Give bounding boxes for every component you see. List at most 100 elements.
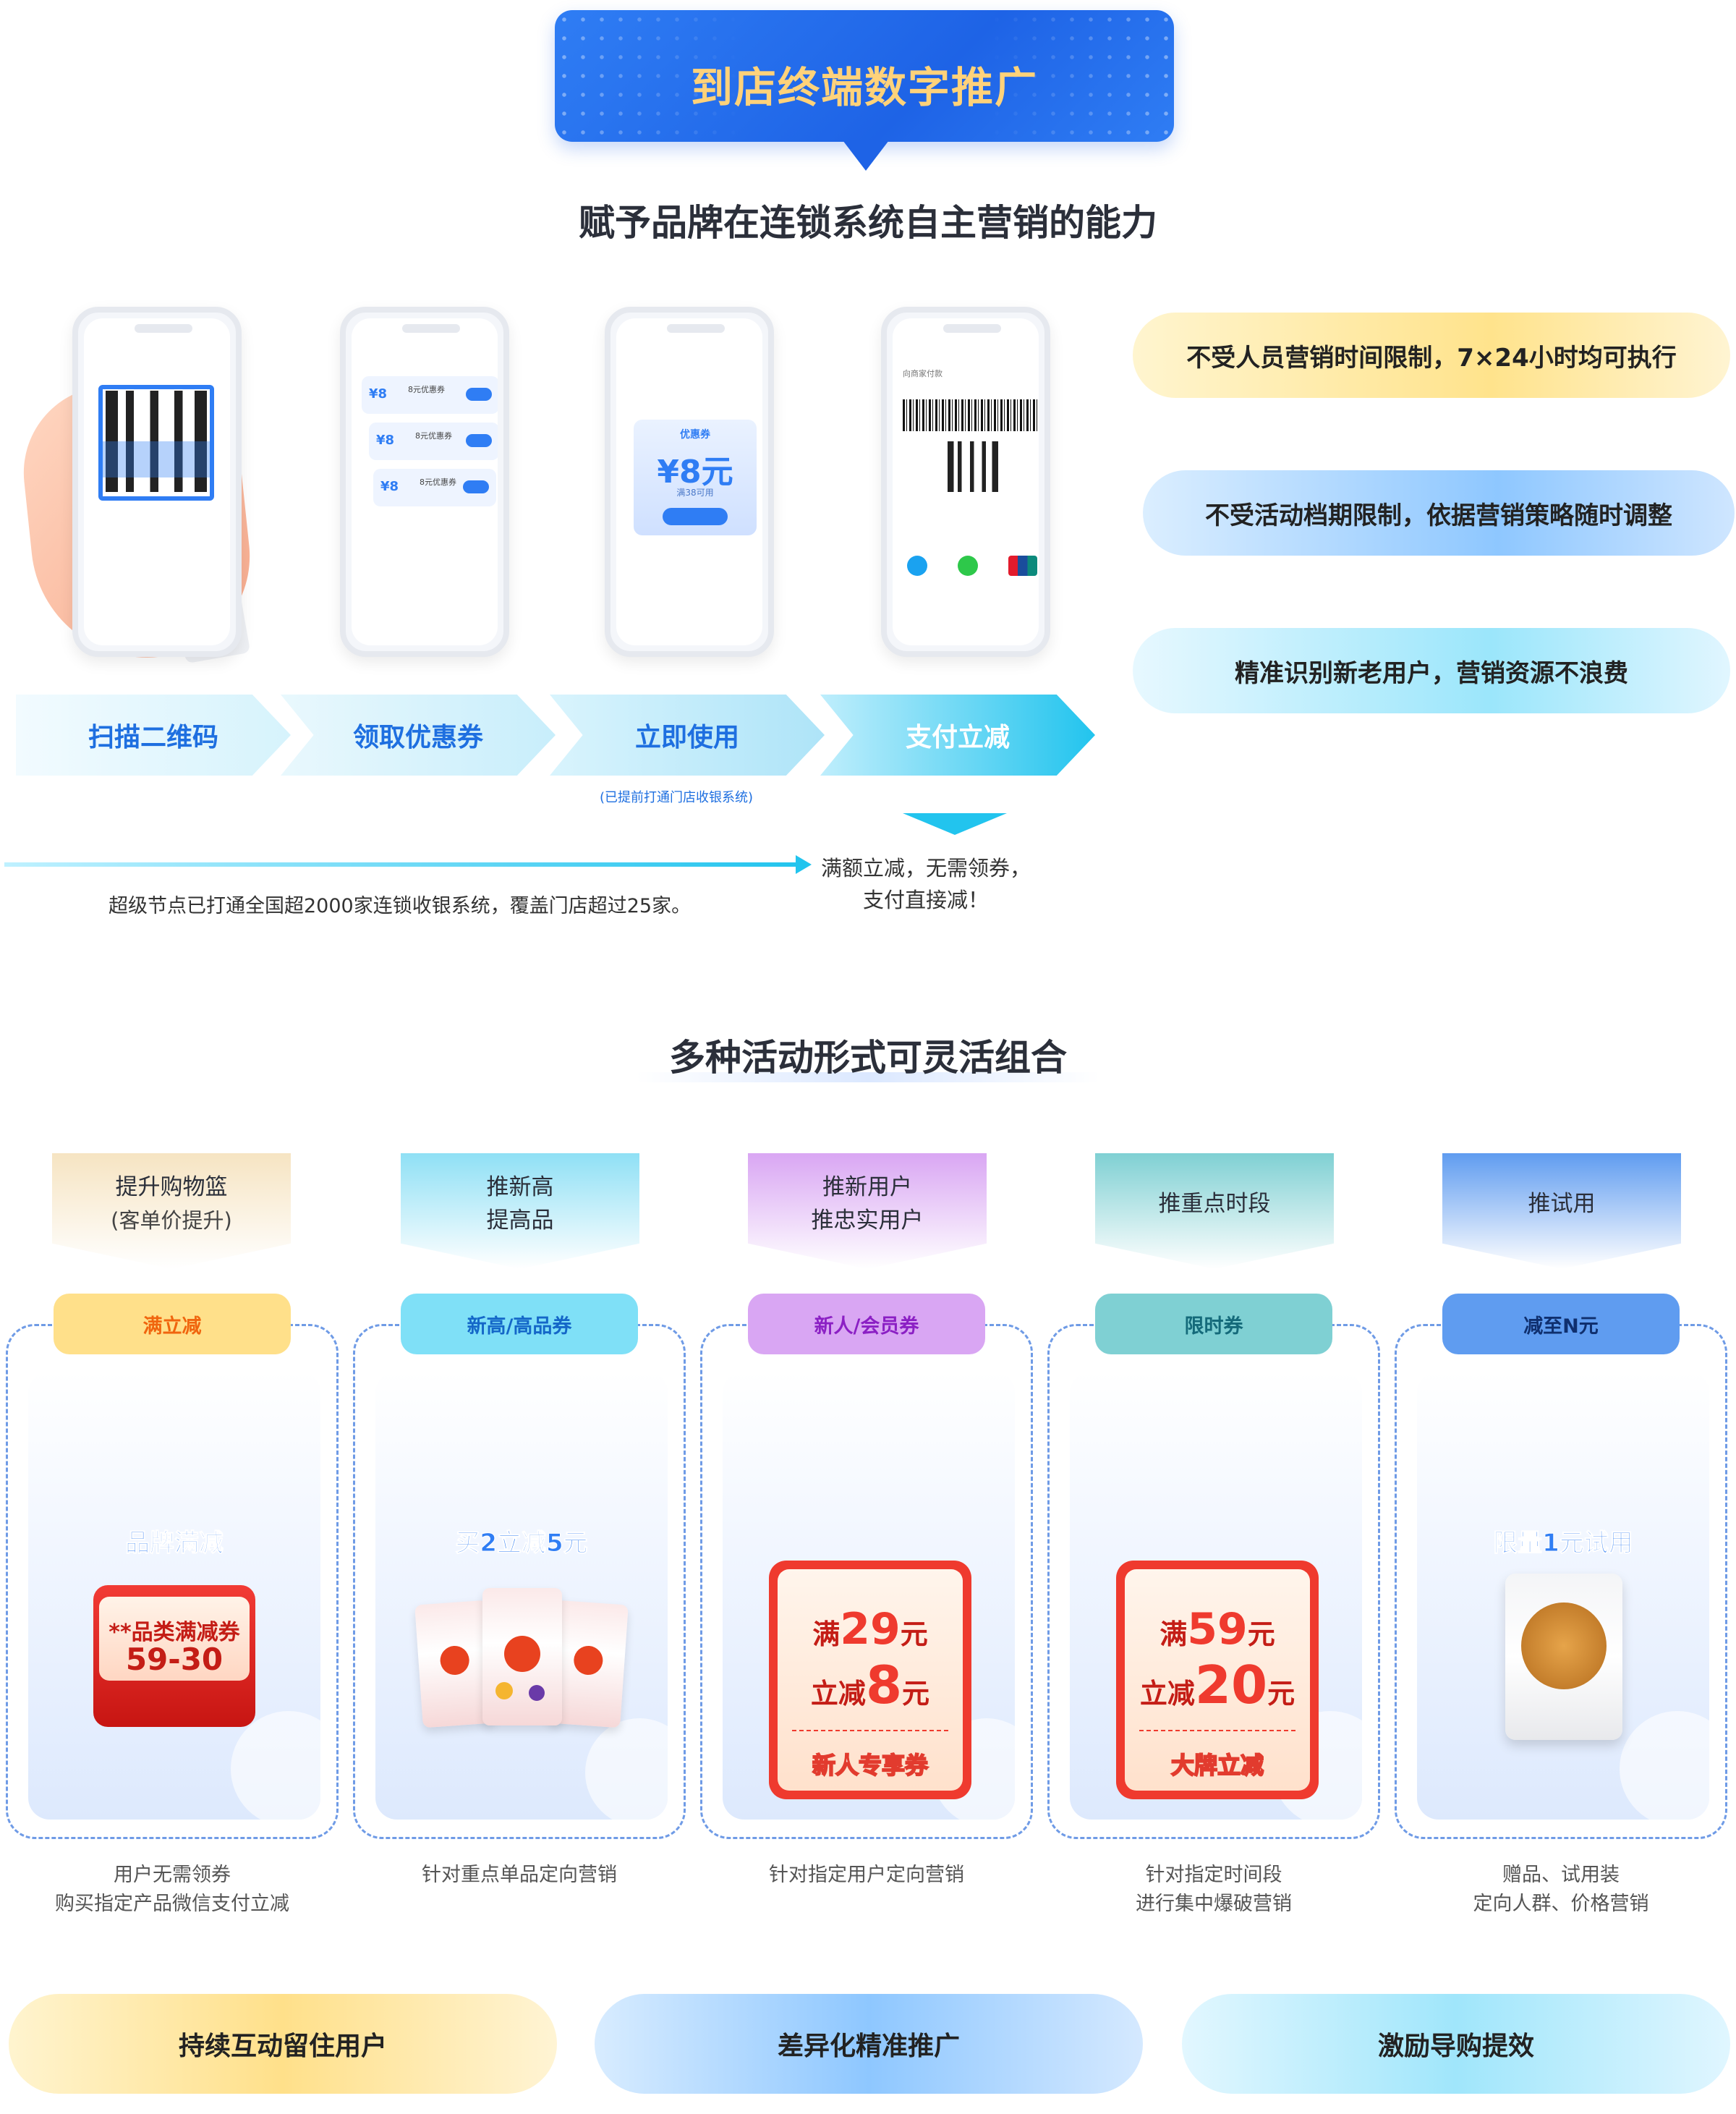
goal-banner: 提升购物篮 (客单价提升) — [52, 1153, 291, 1269]
feature-pill-schedule: 不受活动档期限制，依据营销策略随时调整 — [1143, 470, 1735, 556]
instant-discount-text: 满额立减，无需领券， 支付直接减！ — [817, 852, 1034, 916]
qr-code-icon — [948, 441, 998, 492]
card-panel: 满29元 立减8元 新人专享券 — [723, 1371, 1015, 1820]
activity-card: 满59元 立减20元 大牌立减 — [1047, 1324, 1380, 1839]
envelope-flap: **品类满减券 59-30 — [99, 1597, 250, 1681]
envelope-label: **品类满减券 — [109, 1620, 240, 1645]
coupon-amount: ¥8 — [380, 479, 399, 494]
voucher-body: 满59元 立减20元 大牌立减 — [1125, 1569, 1310, 1791]
benefit-pill-staff: 激励导购提效 — [1182, 1994, 1730, 2094]
coupon-amount: ¥8 — [376, 433, 395, 448]
instant-text-line: 支付直接减！ — [862, 888, 989, 912]
activity-tag: 新人/会员券 — [748, 1294, 985, 1354]
feature-pill-targeting: 精准识别新老用户，营销资源不浪费 — [1133, 628, 1730, 713]
goal-title: 提升购物篮 — [115, 1174, 228, 1200]
voucher-label: 大牌立减 — [1170, 1751, 1264, 1780]
activity-tag: 限时券 — [1095, 1294, 1332, 1354]
coupon-row[interactable]: ¥8 8元优惠券 — [373, 469, 496, 506]
snack-bag-image — [482, 1588, 562, 1725]
card-panel: 满59元 立减20元 大牌立减 — [1070, 1371, 1362, 1820]
voucher-discount: 立减8元 — [778, 1655, 963, 1715]
voucher-body: 满29元 立减8元 新人专享券 — [778, 1569, 963, 1791]
hero-title: 到店终端数字推广 — [690, 63, 1038, 112]
card-description: 针对重点单品定向营销 — [353, 1861, 686, 1890]
card-description: 用户无需领券 购买指定产品微信支付立减 — [6, 1861, 339, 1919]
section2-title: 多种活动形式可灵活组合 — [669, 1037, 1067, 1079]
benefit-pill-retention: 持续互动留住用户 — [9, 1994, 557, 2094]
activity-tag: 新高/高品券 — [401, 1294, 638, 1354]
phone-coupon-detail: 优惠券 ¥8元 满38可用 — [605, 307, 774, 657]
phone-screen — [84, 318, 230, 645]
snack-decoration — [504, 1636, 540, 1672]
card-description: 针对指定时间段 进行集中爆破营销 — [1047, 1861, 1380, 1919]
desc-line: 购买指定产品微信支付立减 — [55, 1893, 289, 1915]
activity-card: 满29元 立减8元 新人专享券 — [700, 1324, 1033, 1839]
phone-notch — [135, 324, 192, 333]
voucher-text: 元 — [900, 1618, 928, 1650]
goal-subtitle: 推忠实用户 — [811, 1207, 924, 1234]
claim-button[interactable] — [463, 480, 489, 493]
use-now-button[interactable] — [663, 508, 728, 525]
step-claim-coupon: 领取优惠券 — [281, 695, 556, 776]
pay-header: 向商家付款 — [903, 369, 943, 378]
qr-code-icon — [106, 391, 207, 492]
coupon-amount: ¥8 — [369, 386, 388, 402]
card-title: 限量1元试用 — [1493, 1529, 1634, 1558]
voucher-number: 20 — [1194, 1655, 1268, 1715]
wechat-pay-icon[interactable] — [958, 556, 978, 576]
voucher-text: 立减 — [810, 1678, 866, 1710]
phone-payment: 向商家付款 — [881, 307, 1050, 657]
desc-line: 进行集中爆破营销 — [1136, 1893, 1292, 1915]
step-pay-discount: 支付立减 — [820, 695, 1095, 776]
voucher-text: 满 — [812, 1618, 841, 1650]
voucher-text: 立减 — [1139, 1678, 1195, 1710]
goal-banner: 推试用 — [1442, 1153, 1681, 1269]
snack-decoration — [573, 1644, 604, 1676]
hero-dot-pattern — [555, 10, 1174, 142]
new-user-voucher: 满29元 立减8元 新人专享券 — [769, 1561, 971, 1799]
step-scan-qr: 扫描二维码 — [16, 695, 291, 776]
progress-arrow-line — [4, 862, 800, 867]
voucher-divider — [1139, 1730, 1295, 1731]
coupon-card: 优惠券 ¥8元 满38可用 — [634, 420, 757, 535]
desc-line: 定向人群、价格营销 — [1473, 1893, 1649, 1915]
desc-line: 针对重点单品定向营销 — [422, 1864, 617, 1886]
chips-window — [1521, 1603, 1607, 1689]
activity-tag: 减至N元 — [1442, 1294, 1680, 1354]
goal-subtitle: 提高品 — [486, 1207, 554, 1234]
unionpay-icon[interactable] — [1008, 556, 1037, 576]
goal-banner: 推重点时段 — [1095, 1153, 1334, 1269]
title-underline — [637, 1072, 1099, 1082]
phone-scan — [72, 307, 242, 657]
down-arrow-icon — [903, 813, 1007, 835]
phone-screen: ¥8 8元优惠券 ¥8 8元优惠券 ¥8 8元优惠券 — [352, 318, 498, 645]
arrow-right-icon — [796, 855, 812, 874]
alipay-icon[interactable] — [907, 556, 927, 576]
voucher-number: 8 — [865, 1655, 903, 1715]
coupon-condition: 满38可用 — [676, 488, 714, 498]
coupon-row[interactable]: ¥8 8元优惠券 — [362, 376, 498, 414]
desc-line: 针对指定用户定向营销 — [769, 1864, 964, 1886]
snack-decoration — [439, 1644, 470, 1676]
card-panel: 买2立减5元 — [375, 1371, 668, 1820]
instant-text-line: 满额立减，无需领券， — [820, 856, 1031, 880]
activity-card: 品牌满减 **品类满减券 59-30 — [6, 1324, 339, 1839]
time-limited-voucher: 满59元 立减20元 大牌立减 — [1116, 1561, 1319, 1799]
coupon-text: 8元优惠券 — [420, 477, 456, 487]
snack-decoration — [529, 1685, 545, 1701]
desc-line: 用户无需领券 — [114, 1864, 231, 1886]
phone-notch — [667, 324, 725, 333]
claim-button[interactable] — [466, 434, 492, 447]
coupon-row[interactable]: ¥8 8元优惠券 — [369, 423, 498, 460]
claim-button[interactable] — [466, 388, 492, 401]
goal-banner: 推新高 提高品 — [401, 1153, 639, 1269]
goal-banner: 推新用户 推忠实用户 — [748, 1153, 987, 1269]
hero-banner: 到店终端数字推广 — [555, 10, 1174, 171]
phone-notch — [402, 324, 460, 333]
voucher-number: 59 — [1187, 1604, 1248, 1655]
bubble-decoration — [1620, 1711, 1709, 1820]
coupon-title: 优惠券 — [680, 429, 710, 441]
step-use-now: 立即使用 — [550, 695, 825, 776]
card-panel: 品牌满减 **品类满减券 59-30 — [28, 1371, 320, 1820]
phone-screen: 优惠券 ¥8元 满38可用 — [616, 318, 762, 645]
